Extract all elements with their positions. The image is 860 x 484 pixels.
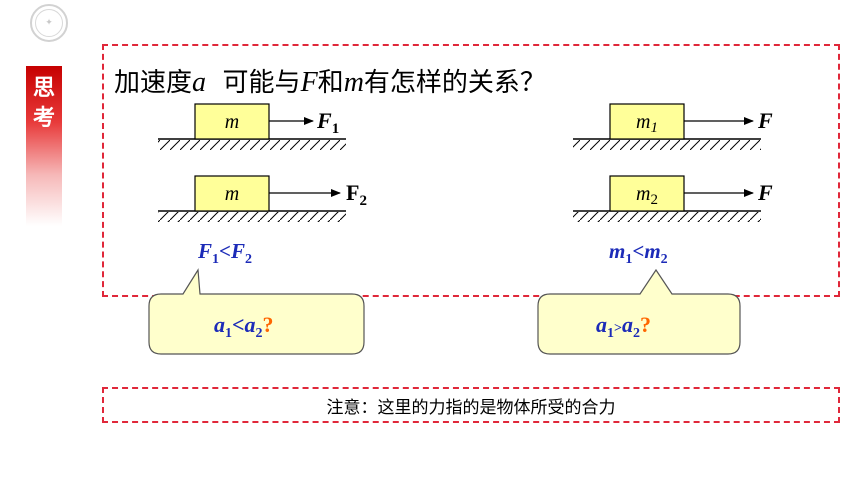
block-label: m [225, 111, 239, 133]
block-m1 [609, 103, 685, 140]
ground-hatch [573, 140, 761, 150]
note-text: 注意：这里的力指的是物体所受的合力 [326, 397, 616, 418]
question-frame [102, 44, 840, 297]
callout-right-text: a1>a2? [596, 312, 651, 341]
think-char-2: 考 [32, 106, 55, 131]
force-label: F2 [346, 180, 367, 209]
force-label: F [757, 180, 773, 205]
think-label-tab: 思 考 [26, 66, 62, 226]
force-relation: F1<F2 [197, 239, 252, 267]
question-suffix: 有怎样的关系？ [363, 68, 546, 98]
net-force-note: 注意：这里的力指的是物体所受的合力 [102, 387, 840, 423]
block-label: m [225, 183, 239, 205]
block-label: m2 [636, 183, 658, 208]
right-bottom-setup: m2 F [573, 175, 773, 222]
block-m [194, 175, 270, 212]
question-middle: 可能与 [222, 68, 301, 98]
question-var-m: m [343, 67, 364, 98]
callout-left-text: a1<a2? [214, 312, 274, 341]
logo-emblem-icon: ✦ [35, 9, 63, 37]
left-top-setup: m F1 [158, 103, 346, 150]
question-conj: 和 [317, 68, 344, 98]
left-bottom-setup: m F2 [158, 175, 367, 222]
callout-left [148, 268, 365, 355]
university-logo: ✦ [30, 4, 68, 42]
think-char-1: 思 [32, 76, 55, 101]
ground-hatch [158, 212, 346, 222]
block-m2 [609, 175, 685, 212]
question-title: 加速度a 可能与F和m有怎样的关系？ [114, 62, 546, 99]
ground-hatch [573, 212, 761, 222]
right-top-setup: m1 F [573, 103, 773, 150]
force-label: F1 [316, 108, 339, 137]
callout-right [537, 268, 741, 355]
question-prefix: 加速度 [114, 68, 193, 98]
block-label: m1 [636, 111, 658, 136]
ground-hatch [158, 140, 346, 150]
mass-relation: m1<m2 [609, 239, 668, 267]
force-label: F [757, 108, 773, 133]
question-var-F: F [300, 67, 318, 98]
question-var-a: a [192, 67, 207, 98]
